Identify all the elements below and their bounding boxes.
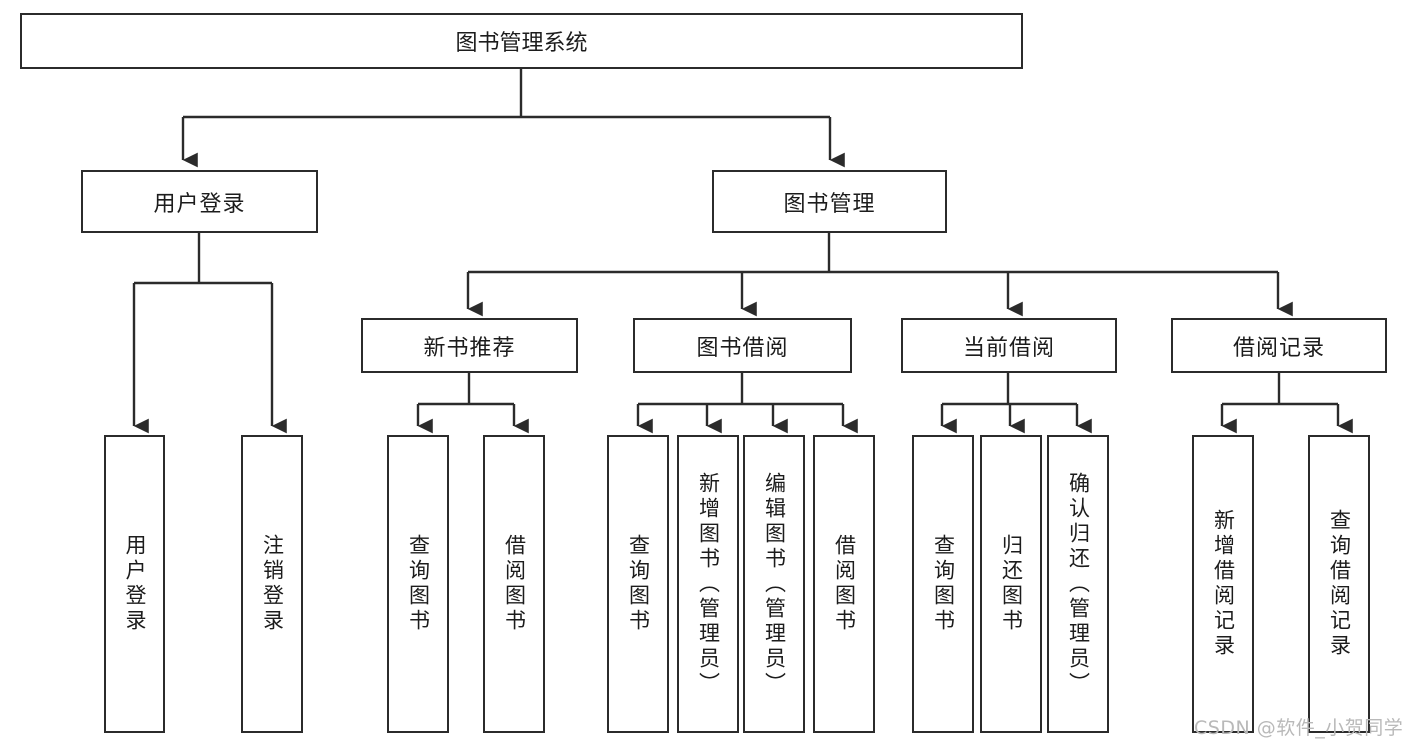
- node-label: 注销登录: [260, 534, 285, 634]
- node-label: 图书管理系统: [455, 31, 588, 56]
- leaf-new-book-borrow[interactable]: 借阅图书: [483, 435, 545, 733]
- node-label: 查询图书: [626, 534, 651, 634]
- node-label: 图书管理: [783, 191, 876, 217]
- leaf-new-book-query[interactable]: 查询图书: [387, 435, 449, 733]
- leaf-current-confirm-return-admin[interactable]: 确认归还（管理员）: [1047, 435, 1109, 733]
- node-label: 查询图书: [931, 534, 956, 634]
- node-label: 借阅记录: [1232, 335, 1325, 361]
- leaf-current-return-book[interactable]: 归还图书: [980, 435, 1042, 733]
- node-book-management[interactable]: 图书管理: [712, 170, 947, 233]
- node-label: 借阅图书: [502, 534, 527, 634]
- node-borrow-record[interactable]: 借阅记录: [1171, 318, 1387, 373]
- node-label: 查询借阅记录: [1327, 509, 1352, 659]
- leaf-current-query-book[interactable]: 查询图书: [912, 435, 974, 733]
- node-label: 当前借阅: [962, 335, 1055, 361]
- node-label: 用户登录: [123, 534, 147, 634]
- leaf-record-query-record[interactable]: 查询借阅记录: [1308, 435, 1370, 733]
- leaf-borrow-add-book-admin[interactable]: 新增图书（管理员）: [677, 435, 739, 733]
- node-label: 新书推荐: [423, 335, 516, 361]
- leaf-borrow-query-book[interactable]: 查询图书: [607, 435, 669, 733]
- leaf-record-add-record[interactable]: 新增借阅记录: [1192, 435, 1254, 733]
- node-root-system[interactable]: 图书管理系统: [20, 13, 1023, 69]
- csdn-watermark: CSDN @软件_小贺同学: [1194, 717, 1404, 739]
- node-label: 编辑图书（管理员）: [762, 471, 787, 697]
- node-label: 新增借阅记录: [1211, 509, 1236, 659]
- leaf-borrow-borrow-book[interactable]: 借阅图书: [813, 435, 875, 733]
- node-label: 图书借阅: [696, 335, 789, 361]
- node-label: 用户登录: [153, 191, 246, 217]
- leaf-borrow-edit-book-admin[interactable]: 编辑图书（管理员）: [743, 435, 805, 733]
- leaf-user-login-login[interactable]: 用户登录: [104, 435, 165, 733]
- node-book-borrow[interactable]: 图书借阅: [633, 318, 852, 373]
- node-user-login[interactable]: 用户登录: [81, 170, 318, 233]
- node-label: 归还图书: [999, 534, 1024, 634]
- node-label: 确认归还（管理员）: [1066, 471, 1091, 697]
- node-label: 查询图书: [406, 534, 431, 634]
- node-label: 借阅图书: [832, 534, 857, 634]
- leaf-user-login-logout[interactable]: 注销登录: [241, 435, 303, 733]
- node-label: 新增图书（管理员）: [696, 471, 721, 697]
- node-current-borrow[interactable]: 当前借阅: [901, 318, 1117, 373]
- node-new-book-recommend[interactable]: 新书推荐: [361, 318, 578, 373]
